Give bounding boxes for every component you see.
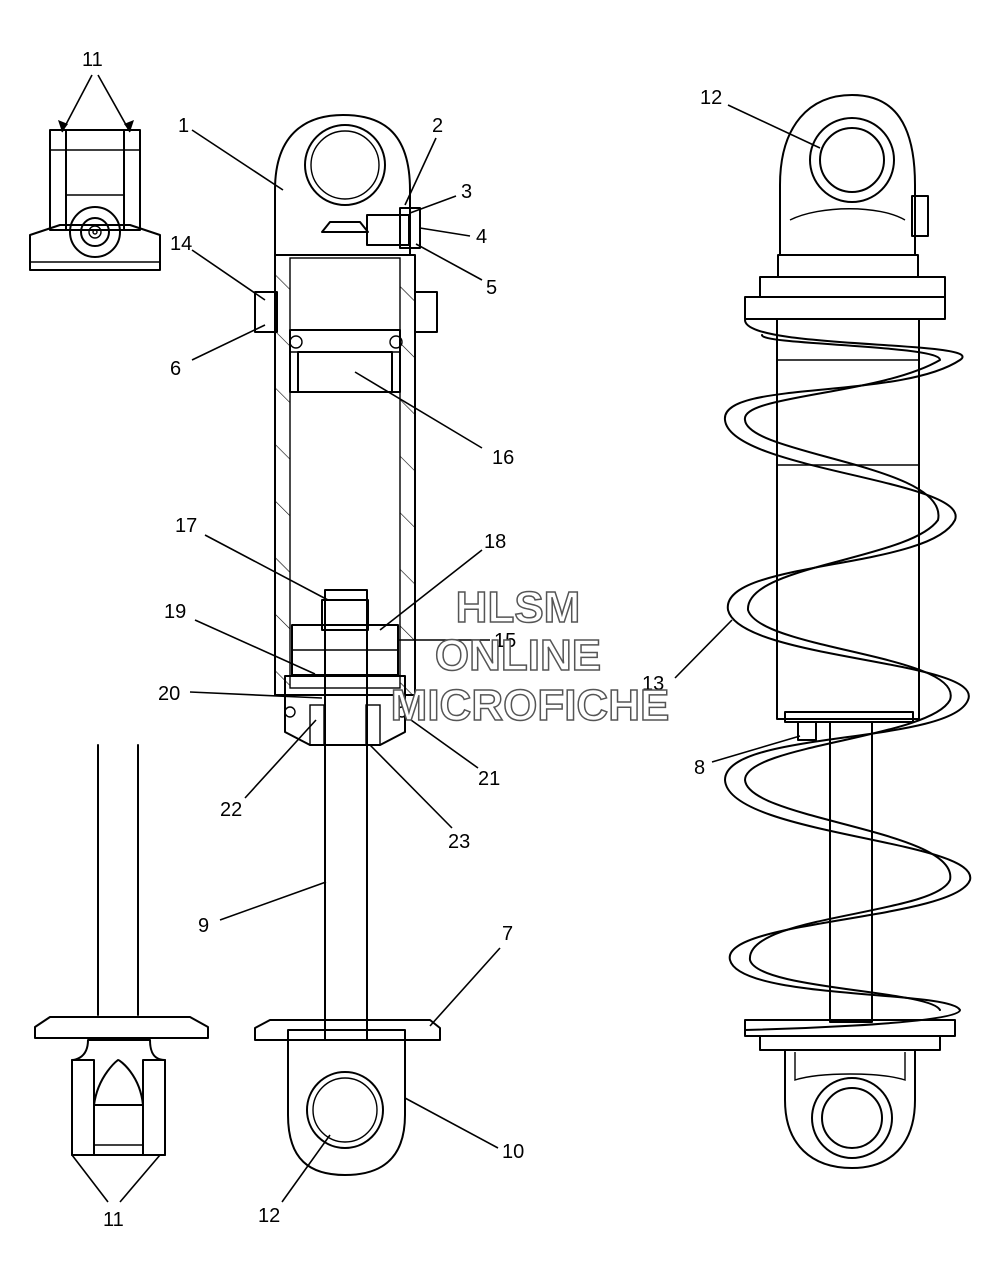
- callout-16: 16: [492, 447, 514, 469]
- callout-7: 7: [502, 923, 513, 945]
- callout-3: 3: [461, 181, 472, 203]
- watermark: HLSM ONLINE MICROFICHE: [390, 582, 670, 731]
- callout-14: 14: [170, 233, 192, 255]
- callout-10: 10: [502, 1141, 524, 1163]
- top-eyelet-side-view: [29, 129, 161, 271]
- leader-lines: [58, 74, 821, 1203]
- callout-22: 22: [220, 799, 242, 821]
- callout-15: 15: [494, 630, 516, 652]
- callout-2: 2: [432, 115, 443, 137]
- callout-17: 17: [175, 515, 197, 537]
- watermark-line-1: HLSM: [456, 583, 581, 632]
- callout-11-bottom: 11: [103, 1209, 124, 1231]
- callout-19: 19: [164, 601, 186, 623]
- bottom-eyelet-side-view: [34, 744, 209, 1156]
- callout-12-bottom: 12: [258, 1205, 280, 1227]
- callout-21: 21: [478, 768, 500, 790]
- callout-5: 5: [486, 277, 497, 299]
- callout-9: 9: [198, 915, 209, 937]
- callout-11-top: 11: [82, 49, 103, 71]
- callout-6: 6: [170, 358, 181, 380]
- callout-18: 18: [484, 531, 506, 553]
- callout-4: 4: [476, 226, 487, 248]
- callout-23: 23: [448, 831, 470, 853]
- callout-12-top: 12: [700, 87, 722, 109]
- shock-assembled-view: [723, 94, 972, 1169]
- callout-labels: 11 11 1 2 3 4 5 14 6 16 17 18 15 19 20 2…: [82, 49, 722, 1231]
- callout-8: 8: [694, 757, 705, 779]
- callout-20: 20: [158, 683, 180, 705]
- callout-1: 1: [178, 115, 189, 137]
- watermark-line-3: MICROFICHE: [391, 681, 670, 730]
- watermark-line-2: ONLINE: [435, 631, 601, 680]
- shock-cross-section: [254, 114, 441, 1176]
- callout-13: 13: [642, 673, 664, 695]
